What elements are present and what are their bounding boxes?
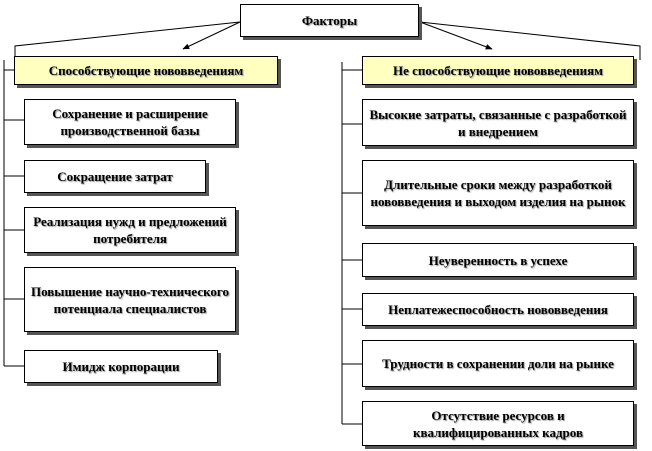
right-node-3-label: Неуверенность в успехе	[428, 252, 568, 268]
right-node-4: Неплатежеспособность нововведения	[362, 293, 634, 326]
left-node-4: Повышение научно-технического потенциала…	[24, 267, 236, 332]
right-node-2: Длительные сроки между разработкой новов…	[362, 160, 634, 226]
root-node-factors: Факторы	[240, 4, 419, 37]
right-node-2-label: Длительные сроки между разработкой новов…	[370, 177, 626, 209]
right-node-4-label: Неплатежеспособность нововведения	[388, 302, 608, 317]
arrow-root-to-right-head	[419, 21, 493, 50]
left-node-4-label: Повышение научно-технического потенциала…	[31, 283, 229, 316]
arrow-root-to-left-head	[182, 21, 241, 50]
left-node-5: Имидж корпорации	[24, 350, 218, 383]
left-node-1-label: Сохранение и расширение производственной…	[52, 106, 208, 138]
left-node-1: Сохранение и расширение производственной…	[24, 99, 236, 145]
right-node-5: Трудности в сохранении доли на рынке	[362, 340, 634, 387]
left-node-5-label: Имидж корпорации	[62, 359, 180, 374]
left-header-node: Способствующие нововведениям	[14, 56, 278, 85]
arrow-root-to-right	[419, 21, 641, 60]
left-node-3-label: Реализация нужд и предложений потребител…	[33, 214, 227, 246]
right-node-1: Высокие затраты, связанные с разработкой…	[362, 99, 634, 146]
right-node-6: Отсутствие ресурсов и квалифицированных …	[362, 401, 634, 446]
right-node-1-label: Высокие затраты, связанные с разработкой…	[369, 106, 627, 139]
right-node-3: Неуверенность в успехе	[362, 243, 634, 277]
right-node-6-label: Отсутствие ресурсов и квалифицированных …	[413, 407, 583, 440]
root-node-label: Факторы	[301, 13, 358, 28]
left-node-2-label: Сокращение затрат	[57, 169, 173, 184]
left-header-label: Способствующие нововведениям	[48, 63, 244, 78]
arrow-root-to-left	[14, 21, 241, 60]
right-node-5-label: Трудности в сохранении доли на рынке	[382, 356, 614, 371]
left-node-3: Реализация нужд и предложений потребител…	[24, 207, 236, 253]
right-header-node: Не способствующие нововведениям	[362, 56, 634, 85]
left-node-2: Сокращение затрат	[24, 160, 206, 193]
right-header-label: Не способствующие нововведениям	[393, 63, 603, 78]
